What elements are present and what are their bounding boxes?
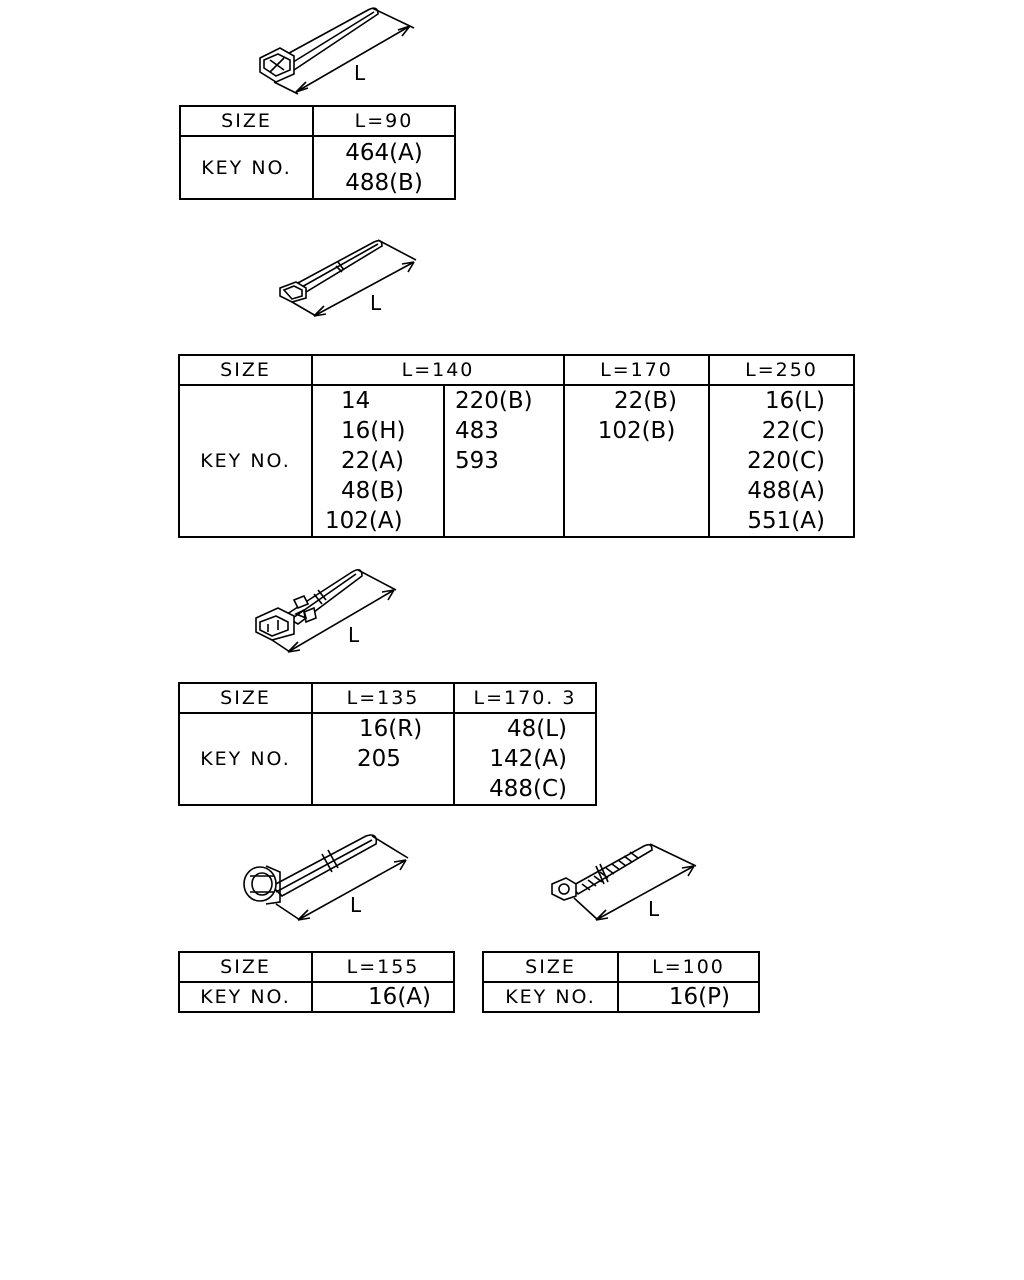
- key-no-header: KEY NO.: [179, 135, 314, 200]
- key-number: 16(A): [311, 981, 455, 1013]
- key-number: 205: [357, 746, 401, 772]
- key-number: 16(L): [764, 388, 825, 414]
- key-list-l250: 16(L) 22(C) 220(C) 488(A) 551(A): [708, 384, 855, 538]
- key-number: 142(A): [489, 746, 567, 772]
- size-table-5: SIZE L=100 KEY NO. 16(P): [482, 951, 760, 1013]
- key-no-header: KEY NO.: [482, 981, 619, 1013]
- key-number: 16(R): [359, 716, 423, 742]
- key-number: 488(B): [345, 170, 423, 196]
- size-value-l155: L=155: [311, 951, 455, 983]
- key-number: 220(C): [747, 448, 825, 474]
- key-no-header: KEY NO.: [178, 712, 313, 806]
- clip-illustration-5: L: [544, 836, 704, 926]
- clip-illustration-4: L: [236, 830, 416, 930]
- dimension-label-5: L: [648, 897, 660, 921]
- size-value-l135: L=135: [311, 682, 455, 714]
- size-header: SIZE: [178, 951, 313, 983]
- size-table-4: SIZE L=155 KEY NO. 16(A): [178, 951, 455, 1013]
- dimension-label-4: L: [350, 893, 362, 917]
- size-table-3: SIZE L=135 L=170. 3 KEY NO. 16(R) 205 48…: [178, 682, 597, 806]
- key-list-l170: 22(B) 102(B): [563, 384, 710, 538]
- key-number: 551(A): [747, 508, 825, 534]
- dimension-label-2: L: [370, 291, 382, 315]
- key-number: 22(A): [341, 448, 404, 474]
- clip-illustration-3: L: [248, 560, 408, 660]
- key-list-l140-b: 220(B) 483 593: [443, 384, 565, 538]
- size-value-l90: L=90: [312, 105, 456, 137]
- key-number: 464(A): [345, 140, 423, 166]
- size-value-l170-3: L=170. 3: [453, 682, 597, 714]
- key-number: 14: [341, 388, 371, 414]
- key-number: 48(L): [506, 716, 567, 742]
- key-number: 220(B): [455, 388, 533, 414]
- key-number: 488(A): [747, 478, 825, 504]
- key-no-header: KEY NO.: [178, 981, 313, 1013]
- key-list-l170-3: 48(L) 142(A) 488(C): [453, 712, 597, 806]
- dimension-label-3: L: [348, 623, 360, 647]
- clip-illustration-1: L: [250, 0, 430, 100]
- size-table-2: SIZE L=140 L=170 L=250 KEY NO. 14 16(H) …: [178, 354, 855, 538]
- key-number: 593: [455, 448, 499, 474]
- clip-illustration-2: L: [270, 232, 430, 322]
- size-value-l170: L=170: [563, 354, 710, 386]
- key-number: 102(A): [325, 508, 403, 534]
- key-number: 22(B): [614, 388, 677, 414]
- key-number: 488(C): [489, 776, 567, 802]
- size-value-l250: L=250: [708, 354, 855, 386]
- key-list-l135: 16(R) 205: [311, 712, 455, 806]
- key-number: 483: [455, 418, 499, 444]
- key-number: 16(H): [341, 418, 406, 444]
- key-number: 102(B): [597, 418, 676, 444]
- size-header: SIZE: [482, 951, 619, 983]
- size-header: SIZE: [178, 354, 313, 386]
- size-header: SIZE: [179, 105, 314, 137]
- size-value-l100: L=100: [617, 951, 760, 983]
- size-value-l140: L=140: [311, 354, 565, 386]
- key-number: 22(C): [761, 418, 825, 444]
- size-table-1: SIZE L=90 KEY NO. 464(A) 488(B): [179, 105, 456, 200]
- key-no-header: KEY NO.: [178, 384, 313, 538]
- key-number: 48(B): [341, 478, 404, 504]
- dimension-label-1: L: [354, 61, 366, 85]
- key-number: 16(P): [617, 981, 760, 1013]
- size-header: SIZE: [178, 682, 313, 714]
- key-list-l140-a: 14 16(H) 22(A) 48(B) 102(A): [311, 384, 445, 538]
- key-list-l90: 464(A) 488(B): [312, 135, 456, 200]
